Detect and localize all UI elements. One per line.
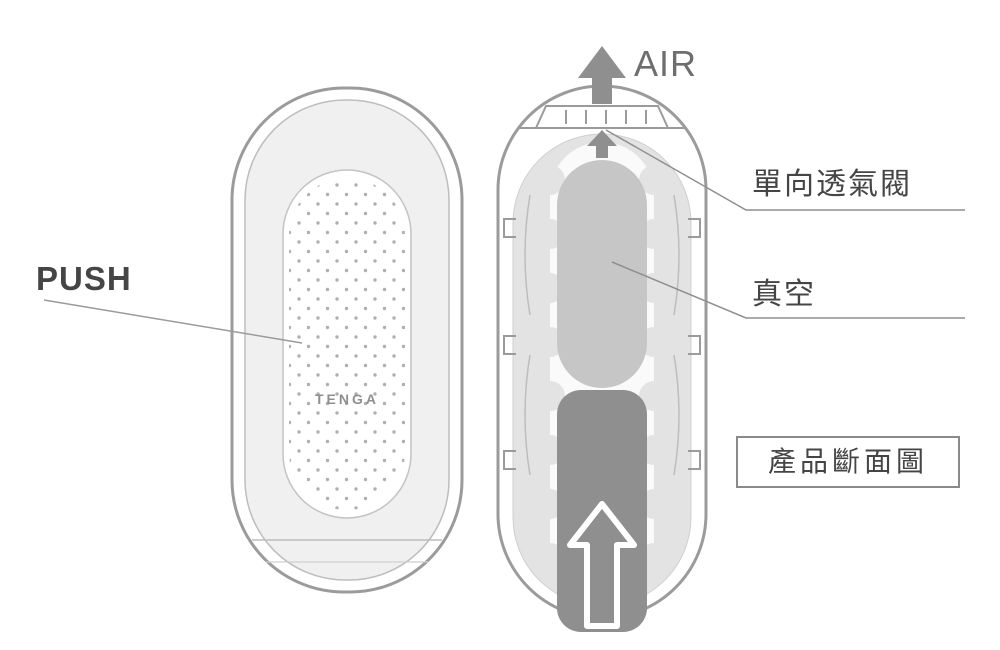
push-callout: PUSH — [36, 260, 303, 344]
push-label: PUSH — [36, 260, 132, 297]
push-pad-dots — [289, 178, 405, 510]
vacuum-chamber — [557, 160, 647, 388]
insert-arrow-icon — [567, 501, 637, 629]
caption-box: 產品斷面圖 — [736, 436, 960, 488]
device-cross-section-view — [496, 84, 708, 632]
air-arrow-icon — [578, 46, 626, 104]
vacuum-callout: 真空 — [611, 261, 965, 319]
air-label: AIR — [634, 43, 697, 84]
caption-box-border — [736, 436, 960, 488]
insertion-core — [557, 390, 647, 632]
push-leader-line — [43, 299, 303, 344]
clip-tabs — [503, 218, 701, 470]
valve-label: 單向透氣閥 — [752, 168, 912, 201]
device-exterior-view: TENGA — [230, 86, 464, 594]
brand-logo: TENGA — [315, 391, 379, 407]
vacuum-label: 真空 — [752, 278, 816, 311]
valve-leader-line — [605, 129, 965, 211]
air-callout: AIR — [578, 43, 697, 104]
valve-callout: 單向透氣閥 — [605, 129, 965, 211]
valve-cap — [520, 105, 684, 129]
vacuum-leader-line — [611, 261, 965, 319]
valve-air-arrow-icon — [587, 130, 617, 158]
shell-ribs — [524, 194, 680, 476]
caption-box-label: 產品斷面圖 — [768, 446, 928, 477]
